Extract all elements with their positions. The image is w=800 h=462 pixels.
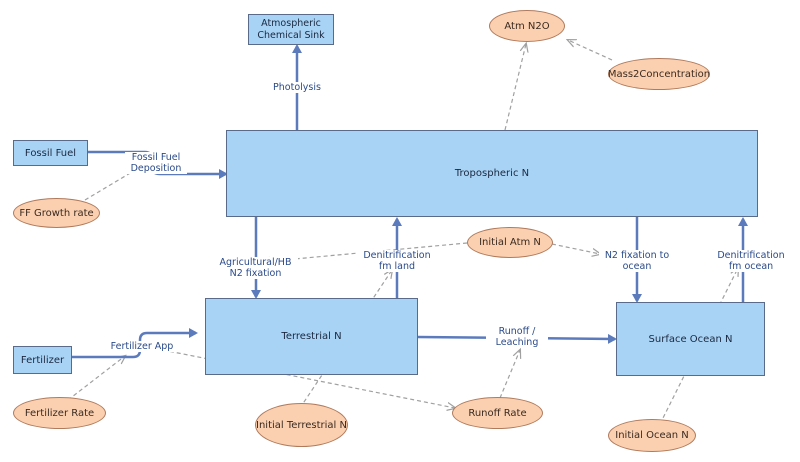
flow-label-denitrification-land: Denitrification fm land	[358, 250, 436, 272]
link-tropo-to-atm-n2o	[504, 44, 526, 131]
flow-label-denitrification-ocean: Denitrification fm ocean	[711, 250, 791, 272]
stock-fossil-fuel[interactable]: Fossil Fuel	[13, 140, 88, 166]
stock-terrestrial-n[interactable]: Terrestrial N	[205, 298, 418, 375]
link-initatm-to-ocean-fixation	[551, 243, 600, 254]
link-mass2conc-to-atm-n2o	[568, 40, 613, 61]
aux-atm-n2o[interactable]: Atm N2O	[489, 10, 565, 42]
stock-atmospheric-chemical-sink[interactable]: Atmospheric Chemical Sink	[248, 14, 334, 45]
aux-mass2concentration[interactable]: Mass2Concentration	[608, 58, 710, 90]
stock-tropospheric-n[interactable]: Tropospheric N	[226, 130, 758, 217]
flow-label-agricultural-hb-fixation: Agricultural/HB N2 fixation	[213, 257, 298, 279]
aux-initial-ocean-n[interactable]: Initial Ocean N	[608, 419, 696, 452]
flow-label-fertilizer-app: Fertilizer App	[106, 341, 178, 352]
flow-label-n2-fixation-ocean: N2 fixation to ocean	[599, 250, 675, 272]
flow-label-runoff-leaching: Runoff / Leaching	[486, 326, 548, 348]
link-runoffrate-to-runoff	[499, 350, 520, 399]
stock-surface-ocean-n[interactable]: Surface Ocean N	[616, 302, 765, 376]
flow-label-photolysis: Photolysis	[270, 82, 324, 93]
aux-fertilizer-rate[interactable]: Fertilizer Rate	[13, 397, 106, 429]
aux-initial-atm-n[interactable]: Initial Atm N	[467, 227, 553, 258]
aux-initial-terrestrial-n[interactable]: Initial Terrestrial N	[255, 403, 348, 447]
link-fertrate-to-app	[67, 356, 125, 401]
flow-label-fossil-fuel-deposition: Fossil Fuel Deposition	[125, 152, 187, 174]
stock-fertilizer[interactable]: Fertilizer	[13, 346, 72, 374]
aux-ff-growth-rate[interactable]: FF Growth rate	[13, 198, 100, 228]
aux-runoff-rate[interactable]: Runoff Rate	[452, 397, 543, 429]
